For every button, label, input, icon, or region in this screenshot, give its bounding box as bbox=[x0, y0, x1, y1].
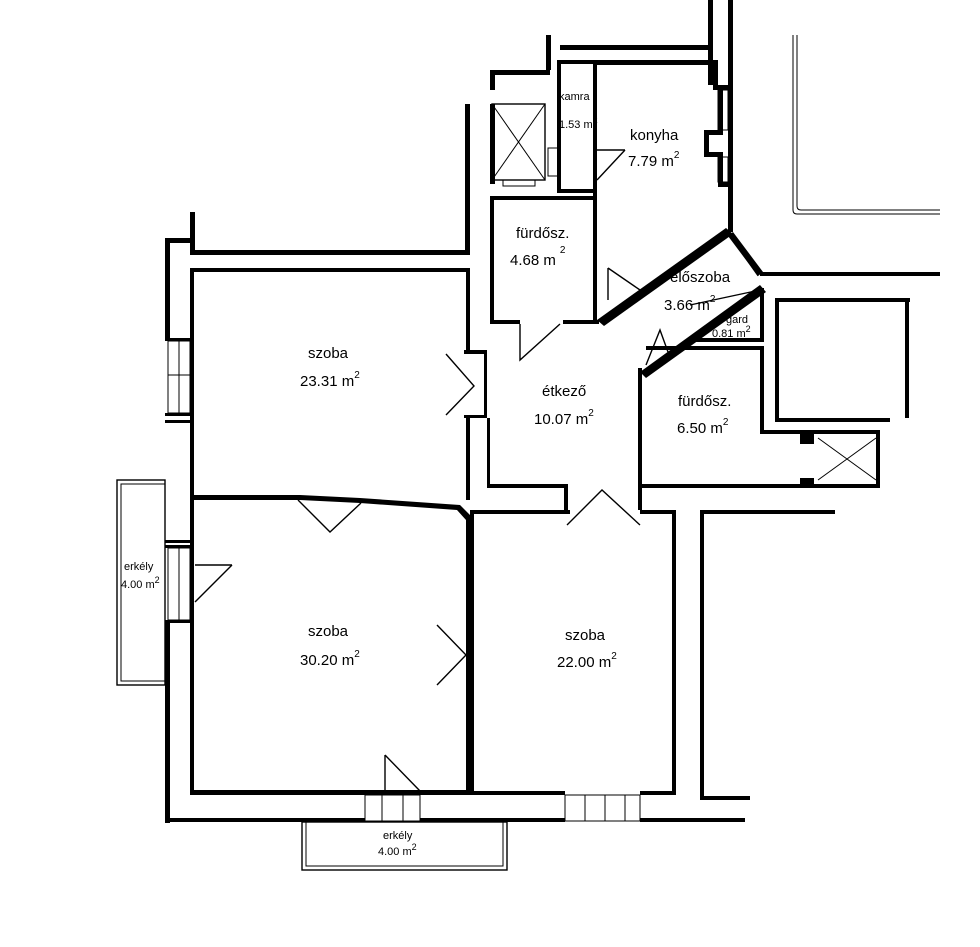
room-name: étkező bbox=[542, 383, 586, 400]
vent-box bbox=[817, 437, 877, 481]
room-name: előszoba bbox=[670, 269, 731, 286]
room-area: 6.50 m bbox=[677, 420, 723, 437]
svg-text:30.20 m2: 30.20 m2 bbox=[300, 649, 360, 669]
room-name: fürdősz. bbox=[678, 393, 731, 410]
room-gard: gard 0.81 m2 bbox=[712, 314, 751, 340]
svg-text:10.07 m2: 10.07 m2 bbox=[534, 408, 594, 428]
svg-text:4.68 m2: 4.68 m2 bbox=[510, 245, 566, 269]
room-erkely-1: erkély 4.00 m2 bbox=[121, 561, 160, 591]
room-name: fürdősz. bbox=[516, 225, 569, 242]
room-furdo-1: fürdősz. 4.68 m2 bbox=[510, 225, 569, 269]
room-name: gard bbox=[726, 314, 748, 326]
room-area: 10.07 m bbox=[534, 411, 588, 428]
room-area: 4.00 m bbox=[378, 846, 412, 858]
room-area: 7.79 m bbox=[628, 153, 674, 170]
room-szoba-2: szoba 30.20 m2 bbox=[300, 623, 360, 669]
room-szoba-1: szoba 23.31 m2 bbox=[300, 345, 360, 390]
room-szoba-3: szoba 22.00 m2 bbox=[557, 627, 617, 671]
room-area: 4.68 m bbox=[510, 252, 556, 269]
room-name: szoba bbox=[565, 627, 606, 644]
room-konyha: konyha 7.79 m2 bbox=[628, 127, 680, 170]
doors bbox=[194, 149, 761, 792]
room-area: 0.81 m bbox=[712, 328, 746, 340]
room-area: 22.00 m bbox=[557, 654, 611, 671]
shaft-box bbox=[491, 103, 559, 187]
room-kamra: kamra 1.53 m2 bbox=[559, 91, 598, 131]
svg-text:23.31 m2: 23.31 m2 bbox=[300, 370, 360, 390]
svg-text:7.79 m2: 7.79 m2 bbox=[628, 150, 680, 170]
svg-text:4.00 m2: 4.00 m2 bbox=[378, 842, 417, 858]
room-area: 30.20 m bbox=[300, 652, 354, 669]
room-area: 4.00 m bbox=[121, 579, 155, 591]
svg-text:22.00 m2: 22.00 m2 bbox=[557, 651, 617, 671]
room-name: erkély bbox=[383, 830, 413, 842]
room-eloszoba: előszoba 3.66 m2 bbox=[664, 269, 731, 314]
svg-text:3.66 m2: 3.66 m2 bbox=[664, 294, 716, 314]
svg-text:4.00 m2: 4.00 m2 bbox=[121, 575, 160, 591]
room-furdo-2: fürdősz. 6.50 m2 bbox=[677, 393, 731, 437]
outer-outline bbox=[792, 35, 940, 215]
room-area: 23.31 m bbox=[300, 373, 354, 390]
room-erkely-2: erkély 4.00 m2 bbox=[378, 830, 417, 858]
room-name: szoba bbox=[308, 623, 349, 640]
windows bbox=[167, 89, 729, 822]
svg-text:1.53 m2: 1.53 m2 bbox=[559, 115, 598, 131]
room-name: kamra bbox=[559, 91, 590, 103]
room-name: erkély bbox=[124, 561, 154, 573]
balconies bbox=[116, 479, 508, 871]
room-etkezo: étkező 10.07 m2 bbox=[534, 383, 594, 428]
room-name: szoba bbox=[308, 345, 349, 362]
room-area: 1.53 m bbox=[559, 119, 593, 131]
room-area: 3.66 m bbox=[664, 297, 710, 314]
svg-text:6.50 m2: 6.50 m2 bbox=[677, 417, 729, 437]
svg-text:0.81 m2: 0.81 m2 bbox=[712, 324, 751, 340]
walls bbox=[165, 0, 940, 823]
room-name: konyha bbox=[630, 127, 679, 144]
